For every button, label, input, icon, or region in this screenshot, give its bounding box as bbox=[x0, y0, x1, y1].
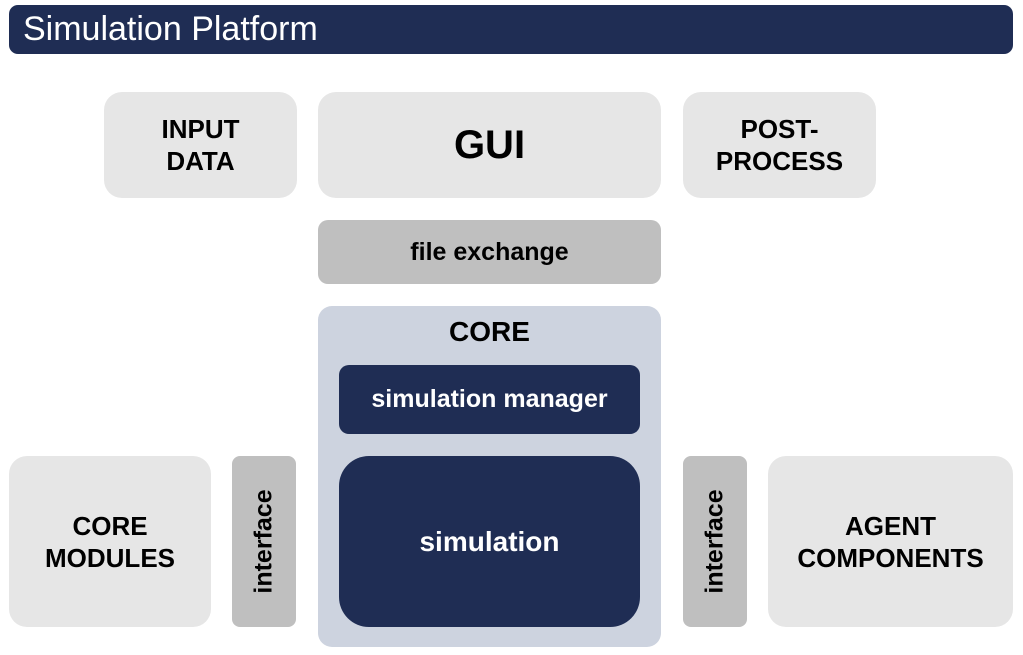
file-exchange-label: file exchange bbox=[410, 237, 569, 266]
post-process-line-2: PROCESS bbox=[715, 146, 844, 176]
page-title: Simulation Platform bbox=[23, 10, 318, 48]
interface-right-label: interface bbox=[700, 489, 729, 594]
simulation-manager-box: simulation manager bbox=[339, 365, 640, 434]
simulation-box: simulation bbox=[339, 456, 640, 627]
gui-label: GUI bbox=[453, 122, 526, 167]
core-modules-line-2: MODULES bbox=[45, 542, 175, 573]
input-data-line-1: INPUT bbox=[161, 114, 240, 144]
agent-components-line-1: AGENT bbox=[845, 510, 936, 541]
core-modules-box: CORE MODULES bbox=[9, 456, 211, 627]
agent-components-box: AGENT COMPONENTS bbox=[768, 456, 1013, 627]
title-bar: Simulation Platform bbox=[9, 5, 1013, 54]
post-process-box: POST- PROCESS bbox=[683, 92, 876, 198]
interface-left-label: interface bbox=[249, 489, 278, 594]
input-data-box: INPUT DATA bbox=[104, 92, 297, 198]
core-modules-line-1: CORE bbox=[72, 510, 148, 541]
input-data-line-2: DATA bbox=[166, 146, 235, 176]
simulation-label: simulation bbox=[419, 525, 560, 557]
simulation-manager-label: simulation manager bbox=[371, 385, 608, 413]
file-exchange-box: file exchange bbox=[318, 220, 661, 284]
agent-components-line-2: COMPONENTS bbox=[797, 542, 984, 573]
post-process-line-1: POST- bbox=[740, 114, 819, 144]
core-label: CORE bbox=[449, 316, 530, 347]
interface-left-box: interface bbox=[232, 456, 296, 627]
interface-right-box: interface bbox=[683, 456, 747, 627]
gui-box: GUI bbox=[318, 92, 661, 198]
